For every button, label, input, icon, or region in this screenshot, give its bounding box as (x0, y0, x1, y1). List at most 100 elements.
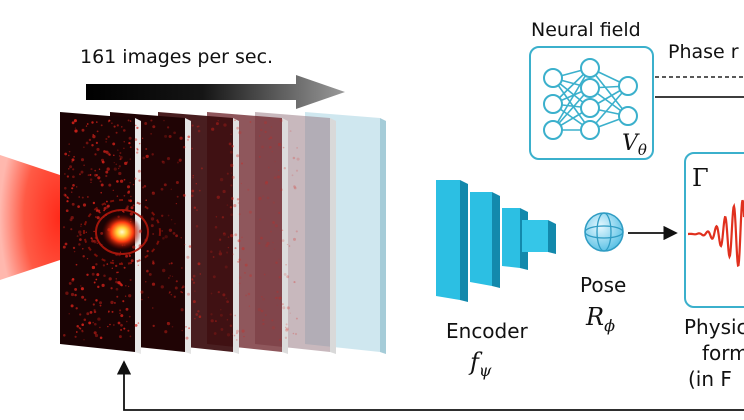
speckle-dot (112, 142, 116, 146)
speckle-dot (266, 241, 270, 246)
speckle-dot (88, 321, 92, 325)
speckle-dot (170, 293, 173, 296)
speckle-dot (126, 161, 129, 163)
speckle-dot (170, 262, 173, 265)
nn-node (580, 78, 600, 98)
speckle-dot (92, 134, 96, 139)
speckle-dot (63, 334, 66, 337)
speckle-dot (181, 285, 185, 289)
speckle-dot (238, 282, 241, 285)
speckle-dot (260, 236, 263, 240)
speckle-dot (229, 206, 233, 209)
speckle-dot (279, 338, 282, 341)
speckle-dot (118, 171, 122, 176)
speckle-dot (237, 260, 240, 263)
speckle-dot (226, 204, 229, 206)
speckle-dot (115, 131, 118, 134)
speckle-dot (181, 286, 184, 289)
speckle-dot (137, 264, 140, 267)
speckle-dot (175, 234, 178, 238)
speckle-dot (84, 298, 87, 301)
speckle-dot (288, 245, 291, 247)
speckle-dot (128, 136, 132, 140)
speckle-dot (89, 311, 93, 314)
speckle-dot (134, 138, 138, 141)
speckle-dot (262, 195, 264, 197)
speckle-dot (85, 125, 88, 127)
speckle-dot (113, 324, 115, 326)
speckle-dot (144, 122, 148, 125)
speckle-dot (62, 226, 66, 229)
speckle-dot (171, 325, 174, 328)
speckle-dot (216, 195, 220, 199)
speckle-dot (79, 238, 82, 241)
speckle-dot (218, 238, 222, 241)
speckle-dot (188, 245, 192, 248)
speckle-dot (271, 150, 274, 153)
speckle-dot (278, 276, 281, 279)
speckle-dot (83, 339, 85, 341)
speckle-dot (78, 173, 82, 176)
speckle-dot (136, 147, 139, 150)
speckle-dot (128, 294, 132, 298)
speckle-dot (295, 169, 299, 172)
speckle-dot (236, 126, 240, 130)
speckle-dot (282, 146, 285, 149)
speckle-dot (91, 144, 94, 147)
speckle-dot (279, 118, 284, 123)
speckle-dot (125, 284, 127, 287)
speckle-dot (259, 218, 262, 221)
speckle-dot (107, 311, 110, 314)
speckle-dot (258, 242, 261, 245)
speckle-dot (90, 181, 92, 183)
speckle-dot (123, 194, 126, 197)
speckle-dot (90, 237, 93, 240)
speckle-dot (95, 278, 98, 281)
speckle-dot (150, 224, 154, 228)
speckle-dot (285, 263, 287, 266)
speckle-dot (83, 164, 85, 166)
speckle-dot (213, 332, 217, 335)
speckle-dot (260, 128, 263, 132)
speckle-dot (81, 330, 84, 333)
speckle-dot (74, 287, 78, 291)
speckle-dot (96, 209, 99, 212)
speckle-dot (248, 210, 252, 214)
speckle-dot (70, 216, 74, 220)
speckle-dot (70, 292, 75, 297)
speckle-dot (132, 204, 135, 207)
speckle-dot (200, 167, 203, 170)
speckle-dot (192, 274, 196, 278)
nn-node (543, 94, 563, 114)
speckle-dot (185, 336, 189, 340)
speckle-dot (266, 196, 270, 200)
speckle-dot (108, 183, 112, 187)
speckle-dot (97, 317, 101, 321)
speckle-dot (89, 178, 93, 181)
speckle-dot (221, 216, 225, 219)
speckle-dot (93, 310, 97, 314)
speckle-dot (96, 121, 98, 123)
speckle-dot (140, 290, 144, 294)
speckle-dot (190, 194, 194, 198)
speckle-dot (105, 141, 107, 143)
speckle-dot (170, 188, 173, 191)
speckle-dot (100, 191, 102, 194)
speckle-dot (80, 225, 82, 227)
speckle-dot (182, 145, 186, 149)
speckle-dot (108, 153, 111, 157)
speckle-dot (118, 155, 121, 157)
speckle-dot (68, 281, 72, 285)
speckle-dot (145, 281, 147, 283)
speckle-dot (265, 244, 269, 248)
speckle-dot (262, 319, 265, 322)
speckle-dot (85, 231, 87, 233)
phase-label: Phase r (668, 41, 739, 63)
speckle-dot (238, 276, 242, 279)
speckle-dot (69, 165, 73, 169)
speckle-dot (197, 125, 200, 128)
speckle-dot (229, 150, 233, 154)
speckle-dot (80, 158, 85, 162)
speckle-dot (105, 137, 108, 141)
speckle-dot (92, 134, 94, 136)
